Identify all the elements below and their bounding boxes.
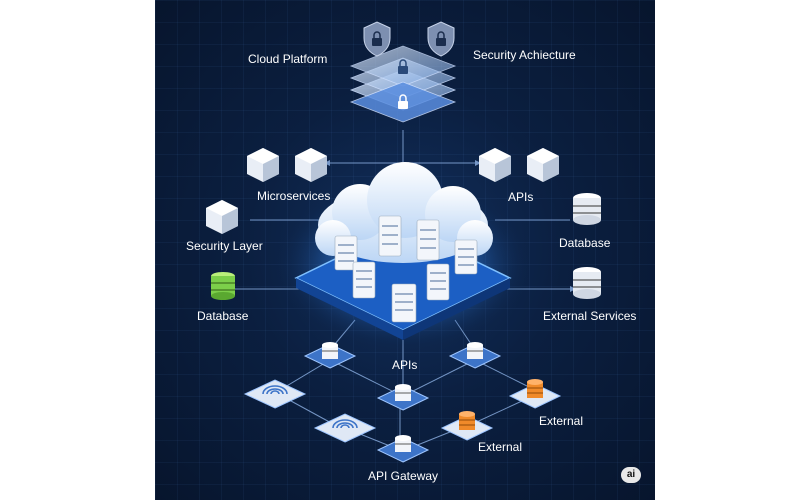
label-cloud-platform: Cloud Platform [248, 52, 328, 66]
architecture-diagram [206, 21, 601, 463]
server-icon [416, 219, 440, 261]
database-node-icon [303, 342, 357, 369]
external-node-icon [440, 411, 494, 441]
server-icon [454, 239, 478, 275]
label-apis-top: APIs [508, 190, 534, 204]
server-icon [378, 215, 402, 257]
shield-icon [427, 21, 455, 57]
shield-icon [363, 21, 391, 57]
label-api-gateway: API Gateway [368, 469, 439, 483]
label-security-layer: Security Layer [186, 239, 263, 253]
api-cube-icon [479, 148, 511, 182]
security-cube-icon [206, 200, 238, 234]
wifi-node-icon [313, 413, 377, 443]
database-node-icon [376, 384, 430, 411]
label-database-left: Database [197, 309, 249, 323]
label-external-bottom: External [478, 440, 523, 454]
api-cube-icon [527, 148, 559, 182]
server-icon [352, 261, 376, 299]
label-microservices: Microservices [257, 189, 331, 203]
label-external-services: External Services [543, 309, 637, 323]
lock-icon [398, 94, 408, 109]
microservice-cube-icon [247, 148, 279, 182]
ai-badge: ai [621, 467, 641, 483]
microservice-cube-icon [295, 148, 327, 182]
label-apis-center: APIs [392, 358, 418, 372]
server-icon [334, 235, 358, 271]
label-database-right: Database [559, 236, 611, 250]
external-node-icon [508, 379, 562, 409]
server-icon [391, 283, 417, 323]
diagram-canvas: Cloud Platform Security Achiecture Micro… [155, 0, 655, 500]
server-icons [334, 215, 478, 323]
external-services-icon [573, 267, 601, 299]
api-gateway-node-icon [376, 435, 430, 463]
database-icon [211, 272, 235, 300]
lock-icon [398, 59, 408, 74]
label-security-architecture: Security Achiecture [473, 48, 576, 62]
wifi-node-icon [243, 379, 307, 409]
label-external-right: External [539, 414, 584, 428]
network-nodes [243, 342, 562, 463]
server-icon [426, 263, 450, 301]
database-node-icon [448, 342, 502, 369]
database-icon [573, 193, 601, 225]
security-layer-stack [349, 45, 457, 123]
